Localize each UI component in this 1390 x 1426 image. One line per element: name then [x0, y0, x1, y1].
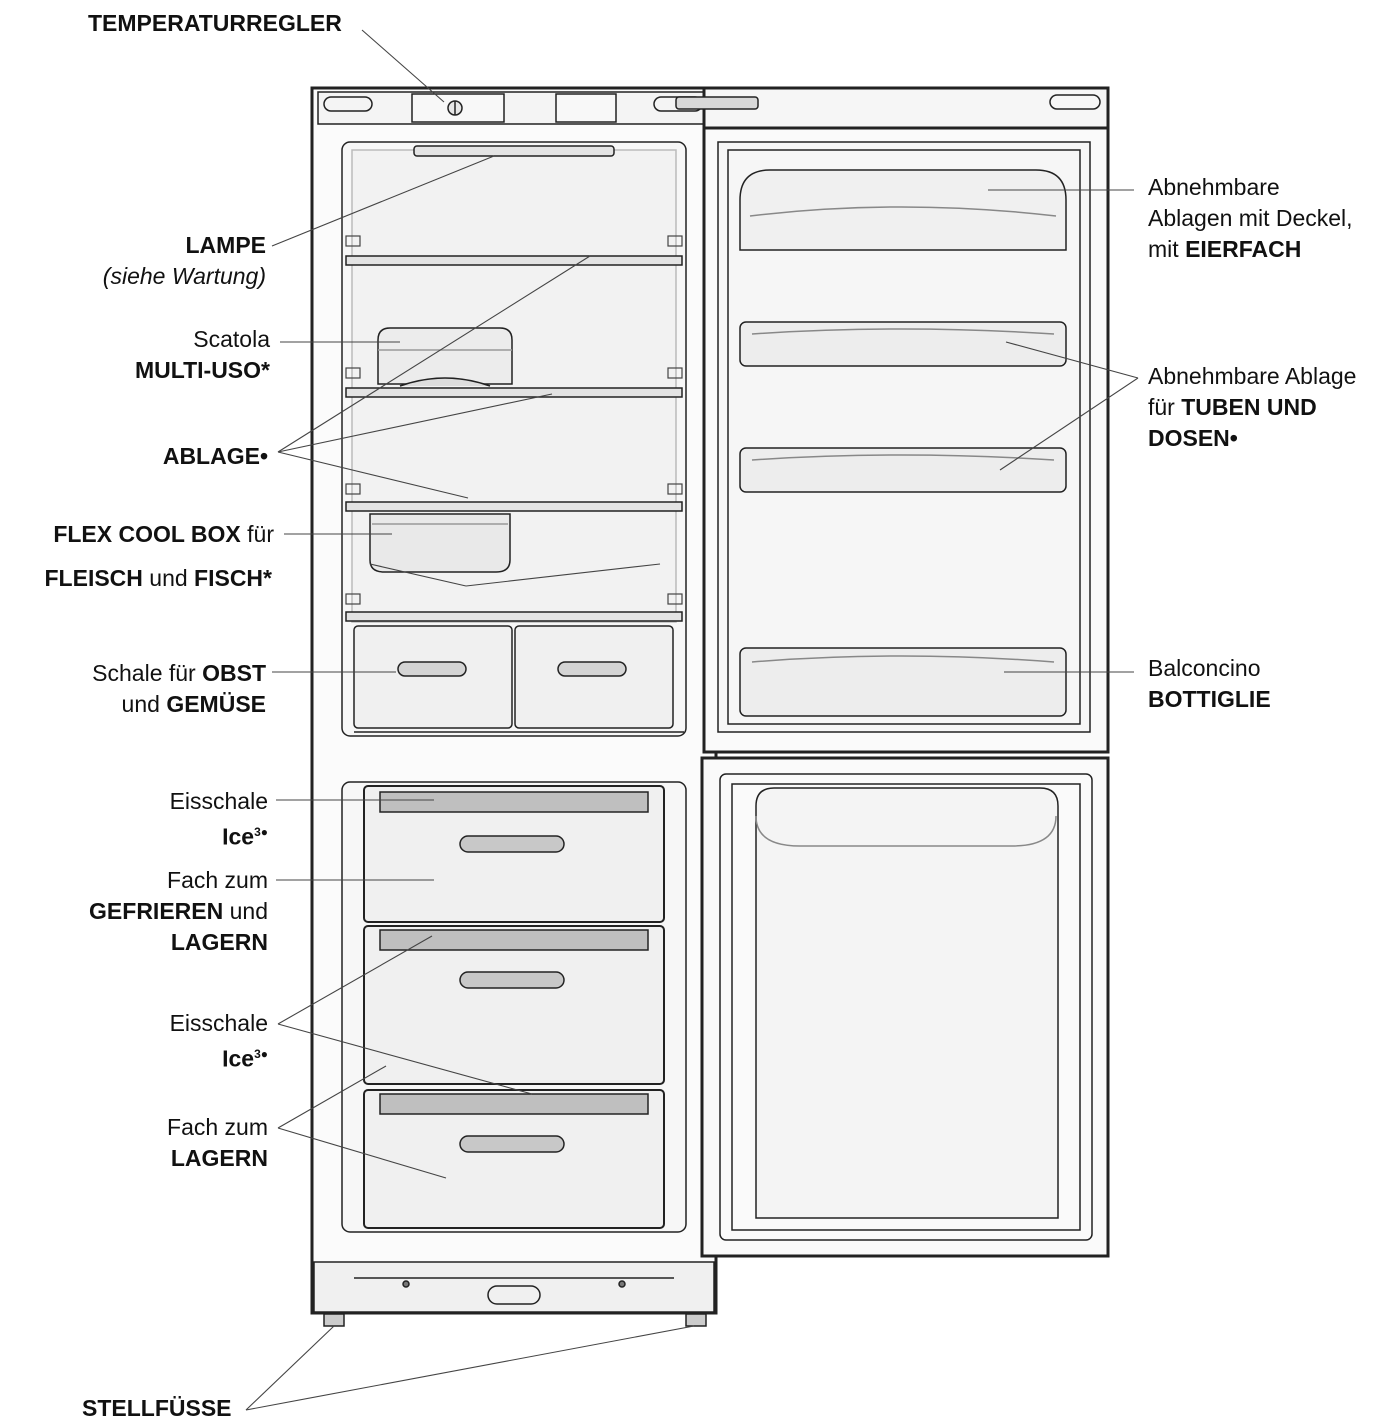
label-ice-1: Ice: [222, 824, 254, 850]
foot-left: [324, 1314, 344, 1326]
crisper-drawer-left: [354, 626, 512, 728]
label-dosen: DOSEN•: [1148, 425, 1238, 451]
label-temperaturregler: TEMPERATURREGLER: [88, 8, 342, 39]
label-flex-cool-box-title: FLEX COOL BOX: [53, 521, 240, 547]
label-gemuese: GEMÜSE: [166, 691, 266, 717]
crisper-drawer-right: [515, 626, 673, 728]
label-lagern-2: LAGERN: [171, 1145, 268, 1171]
label-lampe-title: LAMPE: [186, 232, 267, 258]
label-lampe: LAMPE (siehe Wartung): [103, 230, 266, 292]
label-eisschale-1-title: Eisschale: [170, 788, 268, 814]
fridge-door-top: [704, 88, 1108, 128]
control-panel: [318, 92, 708, 124]
label-fisch-asterisk: *: [263, 565, 272, 591]
label-gefrieren: GEFRIEREN: [89, 898, 223, 924]
label-gefrieren-und: und: [230, 898, 268, 924]
label-fach-zum-1: Fach zum: [167, 867, 268, 893]
shelf-4: [346, 612, 682, 621]
label-balconcino: Balconcino: [1148, 655, 1261, 681]
label-eierfach-title: EIERFACH: [1185, 236, 1301, 262]
label-fleisch-fisch: FLEISCH und FISCH*: [45, 563, 273, 594]
label-ablage: ABLAGE•: [163, 441, 268, 472]
door-shelf-lid: [740, 170, 1066, 250]
label-fach-gefrieren: Fach zum GEFRIEREN und LAGERN: [89, 865, 268, 958]
label-obst-und: und: [122, 691, 160, 717]
label-ablagen-mit-deckel: Ablagen mit Deckel,: [1148, 205, 1353, 231]
label-lampe-note: (siehe Wartung): [103, 263, 266, 289]
label-lagern-1: LAGERN: [171, 929, 268, 955]
label-fleisch: FLEISCH: [45, 565, 143, 591]
flex-cool-box: [370, 514, 510, 572]
shelf-1: [346, 256, 682, 265]
label-stellfuesse: STELLFÜSSE: [82, 1393, 232, 1424]
ice-tray-2: [380, 930, 648, 950]
label-ice-2: Ice: [222, 1046, 254, 1072]
ice-tray-3: [380, 1094, 648, 1114]
label-flex-fuer: für: [247, 521, 274, 547]
label-fisch: FISCH: [194, 565, 263, 591]
label-eisschale-2: Eisschale Ice3●: [170, 1008, 268, 1075]
shelf-2: [346, 388, 682, 397]
label-obst: OBST: [202, 660, 266, 686]
label-multi-uso: Scatola MULTI-USO*: [135, 324, 270, 386]
label-multi-uso-asterisk: *: [261, 357, 270, 383]
multi-use-box: [378, 328, 512, 384]
label-mit: mit: [1148, 236, 1179, 262]
label-obst-gemuese: Schale für OBST und GEMÜSE: [92, 658, 266, 720]
label-ice-1-sup: 3●: [254, 825, 268, 839]
label-eierfach: Abnehmbare Ablagen mit Deckel, mit EIERF…: [1148, 172, 1353, 265]
label-multi-uso-title: MULTI-USO: [135, 357, 261, 383]
shelf-3: [346, 502, 682, 511]
label-tuben-dosen: Abnehmbare Ablage für TUBEN UND DOSEN•: [1148, 361, 1356, 454]
label-bottiglie-title: BOTTIGLIE: [1148, 686, 1271, 712]
label-eisschale-1: Eisschale Ice3●: [170, 786, 268, 853]
label-ice-2-sup: 3●: [254, 1047, 268, 1061]
label-schale-fuer: Schale für: [92, 660, 196, 686]
door-shelf-bottles: [740, 648, 1066, 716]
label-eisschale-2-title: Eisschale: [170, 1010, 268, 1036]
lamp: [414, 146, 614, 156]
foot-right: [686, 1314, 706, 1326]
label-abnehmbare-ablage: Abnehmbare Ablage: [1148, 363, 1356, 389]
label-flex-cool-box: FLEX COOL BOX für: [53, 519, 274, 550]
label-abnehmbare: Abnehmbare: [1148, 174, 1280, 200]
label-tuben-und: TUBEN UND: [1181, 394, 1316, 420]
ice-tray-1: [380, 792, 648, 812]
label-fach-lagern: Fach zum LAGERN: [167, 1112, 268, 1174]
label-fleisch-und: und: [149, 565, 187, 591]
label-fach-zum-2: Fach zum: [167, 1114, 268, 1140]
label-tuben-fuer: für: [1148, 394, 1175, 420]
label-scatola: Scatola: [193, 326, 270, 352]
label-bottiglie: Balconcino BOTTIGLIE: [1148, 653, 1271, 715]
